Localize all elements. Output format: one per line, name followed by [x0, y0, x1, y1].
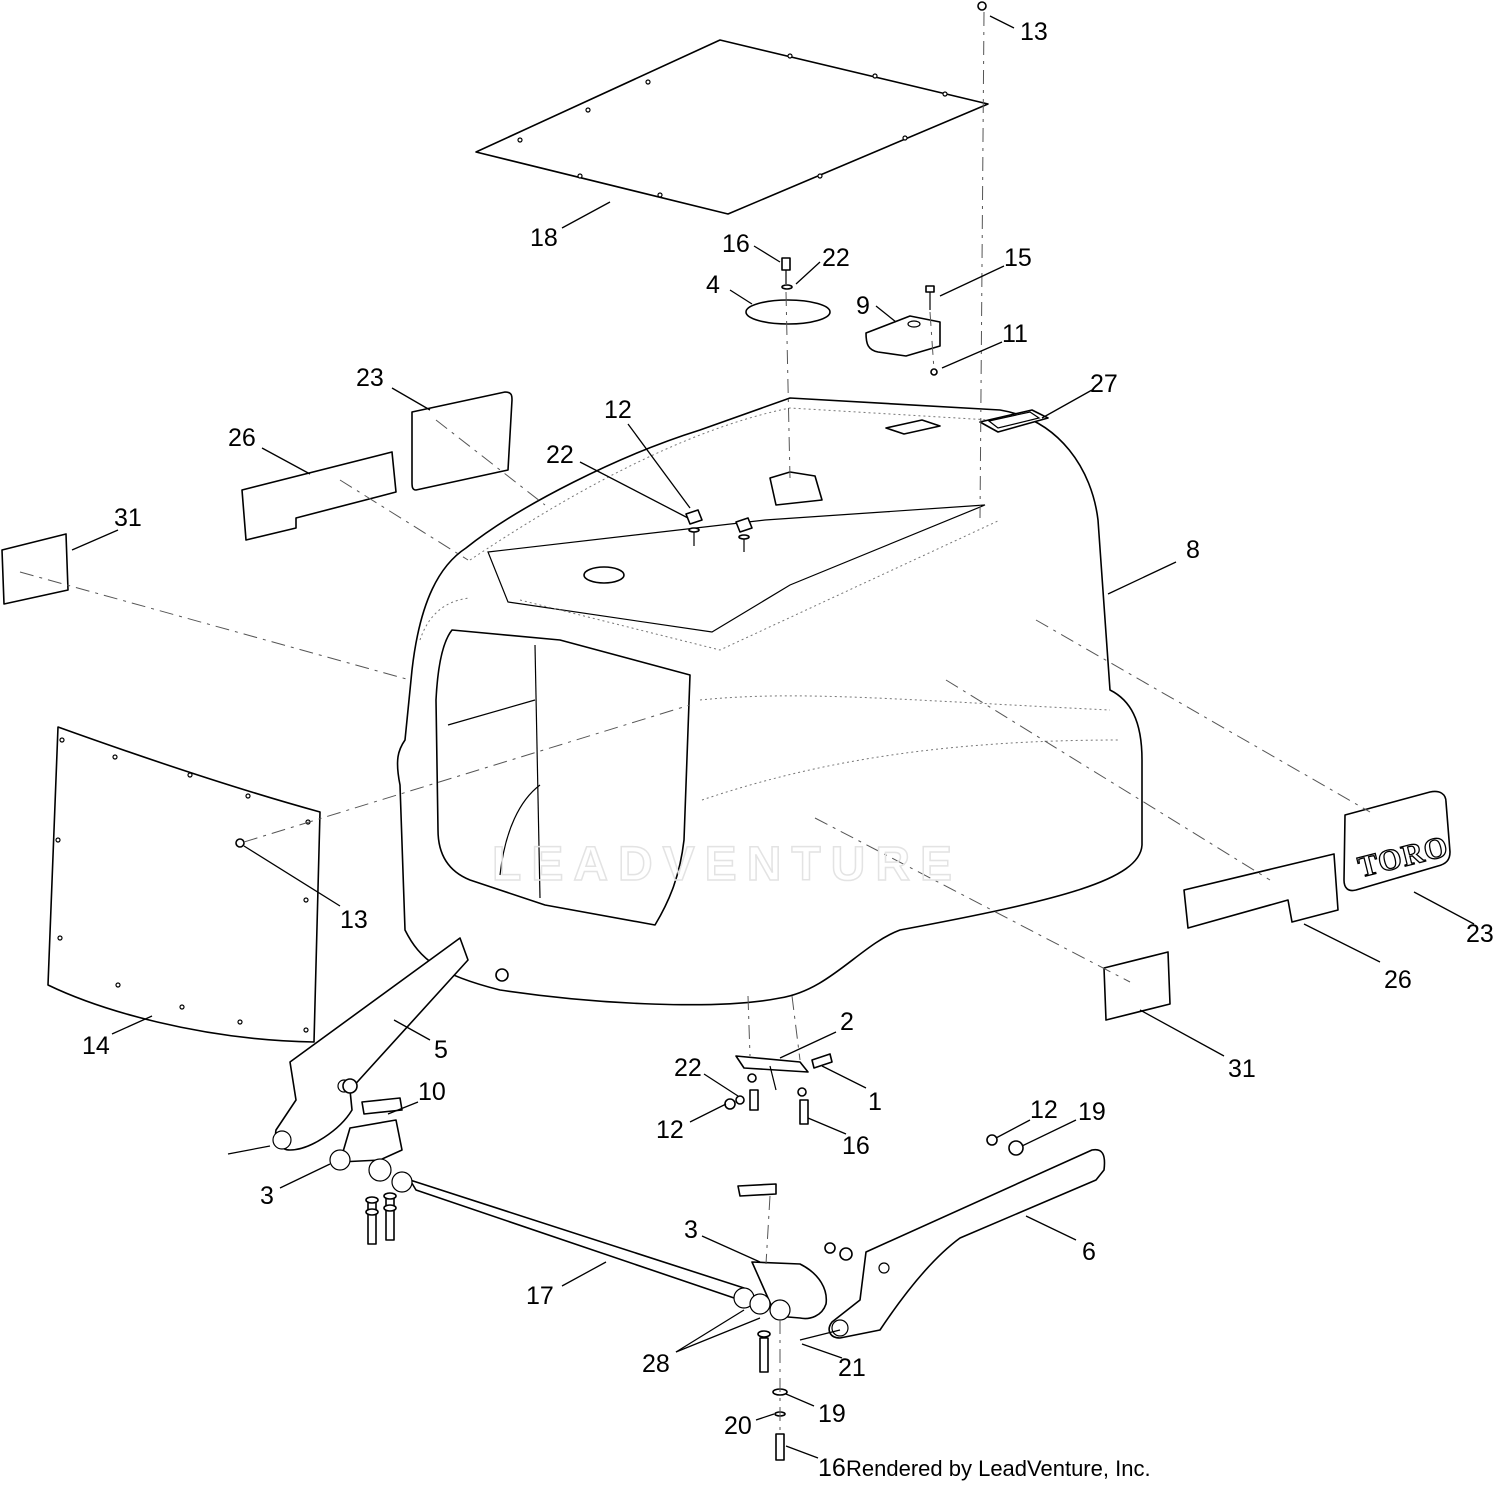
- callout-3-left: 3: [260, 1182, 274, 1210]
- callout-22-bottom: 22: [674, 1054, 702, 1082]
- callout-10: 10: [418, 1078, 446, 1106]
- callout-13-left: 13: [340, 906, 368, 934]
- bracket-arm-5: [272, 937, 469, 1151]
- callout-13-top: 13: [1020, 18, 1048, 46]
- callout-labels: 13 18 16 22 4 15 9 11 27 23 26 12 22 31 …: [82, 18, 1494, 1482]
- callout-20: 20: [724, 1412, 752, 1440]
- roof-panel-18: [475, 39, 989, 215]
- callout-22-mid: 22: [546, 441, 574, 469]
- callout-21: 21: [838, 1354, 866, 1382]
- callout-9: 9: [856, 292, 870, 320]
- callout-18: 18: [530, 224, 558, 252]
- mount-bracket-10: [329, 1097, 403, 1182]
- decal-31-left: [1, 533, 69, 605]
- latch-9: [865, 315, 941, 357]
- callout-17: 17: [526, 1282, 554, 1310]
- callout-16-bottom: 16: [818, 1454, 846, 1482]
- callout-27: 27: [1090, 370, 1118, 398]
- callout-23-right: 23: [1466, 920, 1494, 948]
- callout-12-top: 12: [604, 396, 632, 424]
- callout-11: 11: [1002, 320, 1028, 348]
- callout-19-right: 19: [1078, 1098, 1106, 1126]
- decal-31-right: [1103, 951, 1171, 1021]
- rod-end-washer-left: [391, 1171, 413, 1193]
- assembly-lines: [19, 11, 1371, 1436]
- callout-31-right: 31: [1228, 1055, 1256, 1083]
- callout-12-right: 12: [1030, 1096, 1058, 1124]
- bracket-arm-6: [828, 1148, 1106, 1339]
- callout-2: 2: [840, 1008, 854, 1036]
- callout-leaders: [71, 15, 1475, 1459]
- callout-19-bottom: 19: [818, 1400, 846, 1428]
- render-credit: Rendered by LeadVenture, Inc.: [846, 1456, 1151, 1481]
- callout-28: 28: [642, 1350, 670, 1378]
- callout-26-right: 26: [1384, 966, 1412, 994]
- mount-bracket-3-right: [733, 1183, 828, 1321]
- callout-16-mid: 16: [842, 1132, 870, 1160]
- gasket-27: [979, 409, 1049, 433]
- fasteners: [227, 1, 1024, 1461]
- toro-decal-23-right: TORO: [1343, 790, 1452, 892]
- watermark-text: LEADVENTURE: [492, 838, 962, 891]
- callout-22-top: 22: [822, 244, 850, 272]
- callout-5: 5: [434, 1036, 448, 1064]
- hood-body-8: [396, 397, 1143, 1006]
- callout-15: 15: [1004, 244, 1032, 272]
- callout-6: 6: [1082, 1238, 1096, 1266]
- callout-4: 4: [706, 271, 720, 299]
- callout-31-left: 31: [114, 504, 142, 532]
- callout-16-top: 16: [722, 230, 750, 258]
- callout-1: 1: [868, 1088, 882, 1116]
- disc-4: [745, 299, 831, 325]
- callout-14: 14: [82, 1032, 110, 1060]
- decal-26-left: [241, 451, 397, 541]
- decal-26-right: [1183, 853, 1339, 929]
- hinge-bracket-2: [735, 1055, 809, 1091]
- callout-26-left: 26: [228, 424, 256, 452]
- callout-12-bottom: 12: [656, 1116, 684, 1144]
- callout-3-right: 3: [684, 1216, 698, 1244]
- callout-23-left: 23: [356, 364, 384, 392]
- decal-23-left: [411, 391, 513, 491]
- callout-8: 8: [1186, 536, 1200, 564]
- side-panel-14: [47, 726, 321, 1043]
